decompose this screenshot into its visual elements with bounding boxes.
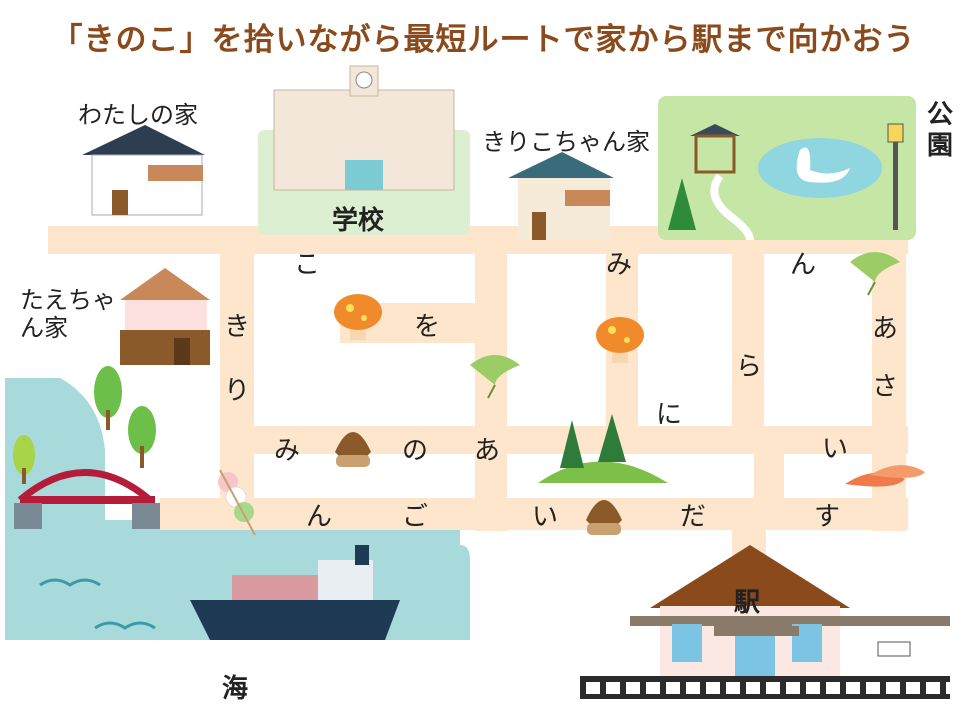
char-ko: こ <box>293 250 320 280</box>
station-building <box>580 545 950 699</box>
ship <box>190 545 400 640</box>
forest-hill <box>538 414 668 483</box>
char-wo: を <box>413 312 440 342</box>
my-home-building <box>82 125 205 216</box>
char-no: の <box>401 436 428 466</box>
tae-home-label: たえちゃん家 <box>20 286 116 342</box>
chestnut-2 <box>586 500 622 535</box>
station-label: 駅 <box>734 588 761 618</box>
kiriko-home-label: きりこちゃん家 <box>482 128 650 156</box>
park-area <box>658 96 916 241</box>
char-n-top: ん <box>789 250 816 280</box>
sea-label: 海 <box>222 674 249 704</box>
my-home-label: わたしの家 <box>78 101 198 129</box>
mushroom-1 <box>334 294 382 340</box>
char-su: す <box>813 502 840 532</box>
char-a-right: あ <box>871 314 898 344</box>
char-ri: り <box>223 376 250 406</box>
char-ni: に <box>655 400 682 430</box>
char-ra: ら <box>735 352 762 382</box>
school-label: 学校 <box>332 206 385 236</box>
char-n-bottom: ん <box>305 502 332 532</box>
dango-skewer <box>218 469 256 536</box>
char-go: ご <box>401 502 428 532</box>
chestnut-1 <box>335 432 371 467</box>
ginkgo-leaf-2 <box>850 252 900 296</box>
school-building <box>258 65 470 235</box>
salmon-slices <box>845 465 925 487</box>
char-i-bottom: い <box>531 502 558 532</box>
char-a-mid: あ <box>473 436 500 466</box>
char-sa: さ <box>871 372 898 402</box>
char-ki: き <box>223 312 250 342</box>
char-i-right: い <box>821 434 848 464</box>
tae-home-building <box>120 268 210 365</box>
road-network <box>48 226 908 566</box>
park-label: 公園 <box>926 100 953 161</box>
mushroom-2 <box>596 317 644 363</box>
char-da: だ <box>679 502 706 532</box>
river-trees <box>13 366 156 484</box>
bridge <box>14 469 160 529</box>
char-mi-left: み <box>273 436 300 466</box>
kiriko-home-building <box>508 152 614 240</box>
ginkgo-leaf-1 <box>470 355 520 399</box>
char-mi: み <box>605 250 632 280</box>
page-title: 「きのこ」を拾いながら最短ルートで家から駅まで向かおう <box>51 22 916 58</box>
